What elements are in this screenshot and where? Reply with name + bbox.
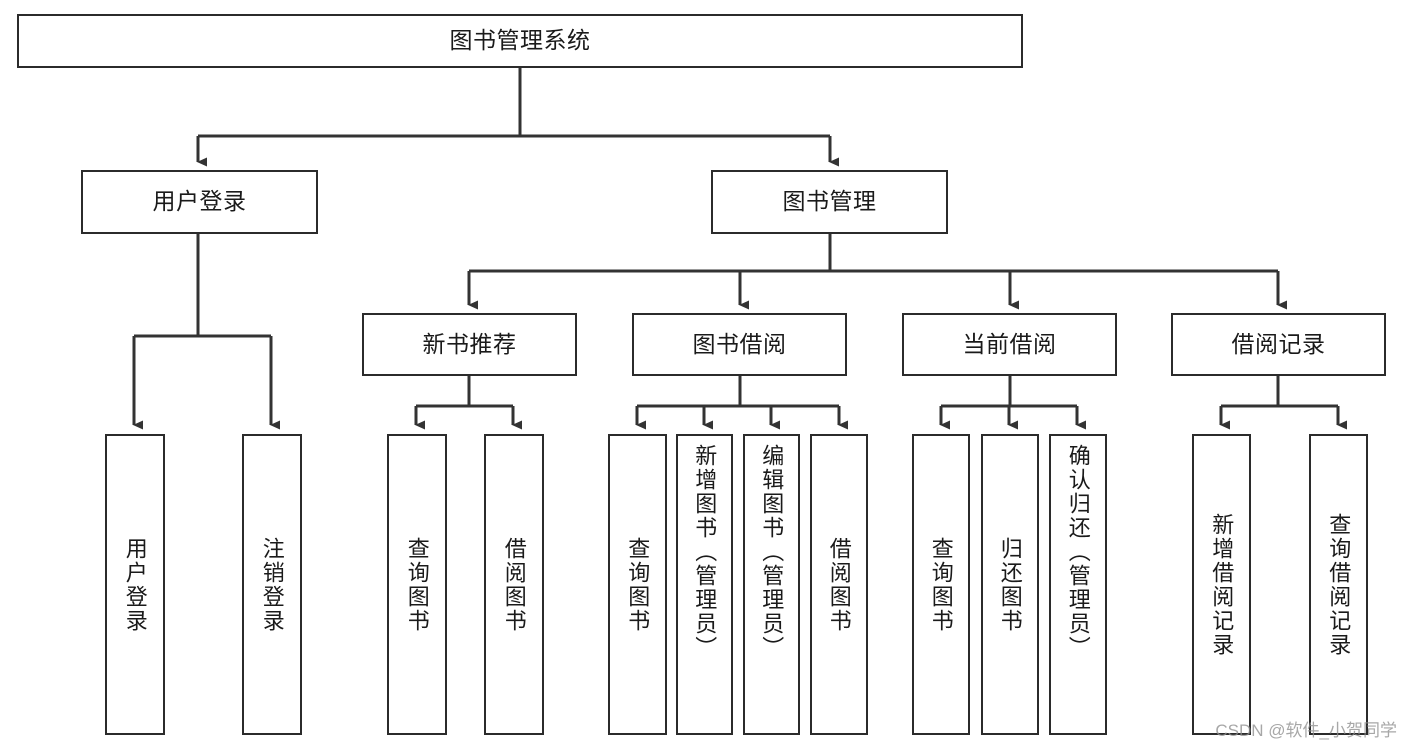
- node-label: 图书管理系统: [449, 27, 591, 54]
- node-user-login[interactable]: 用户登录: [81, 170, 318, 234]
- leaf-book-borrow-add[interactable]: 新增图书（管理员）: [676, 434, 733, 735]
- leaf-book-borrow-query[interactable]: 查询图书: [608, 434, 667, 735]
- node-label: 查询图书: [404, 536, 430, 633]
- leaf-borrow-record-add[interactable]: 新增借阅记录: [1192, 434, 1251, 735]
- node-label: 用户登录: [152, 188, 247, 215]
- leaf-user-login-login[interactable]: 用户登录: [105, 434, 165, 735]
- node-label: 当前借阅: [962, 330, 1057, 357]
- node-label: 新书推荐: [422, 330, 517, 357]
- node-label: 借阅图书: [501, 536, 527, 633]
- node-label: 查询图书: [625, 536, 651, 633]
- leaf-new-book-borrow[interactable]: 借阅图书: [484, 434, 544, 735]
- node-label: 图书管理: [782, 188, 877, 215]
- leaf-current-borrow-query[interactable]: 查询图书: [912, 434, 970, 735]
- node-label: 确认归还（管理员）: [1065, 444, 1091, 660]
- node-label: 新增借阅记录: [1209, 512, 1235, 657]
- node-book-borrow[interactable]: 图书借阅: [632, 313, 847, 376]
- node-new-book-recommend[interactable]: 新书推荐: [362, 313, 577, 376]
- leaf-new-book-query[interactable]: 查询图书: [387, 434, 447, 735]
- node-label: 新增图书（管理员）: [692, 444, 718, 660]
- node-label: 借阅记录: [1231, 330, 1326, 357]
- node-label: 查询图书: [928, 536, 954, 633]
- leaf-user-login-logout[interactable]: 注销登录: [242, 434, 302, 735]
- node-book-management[interactable]: 图书管理: [711, 170, 948, 234]
- leaf-current-borrow-confirm-return[interactable]: 确认归还（管理员）: [1049, 434, 1107, 735]
- leaf-current-borrow-return[interactable]: 归还图书: [981, 434, 1039, 735]
- node-label: 编辑图书（管理员）: [759, 444, 785, 660]
- node-label: 查询借阅记录: [1326, 512, 1352, 657]
- node-label: 注销登录: [259, 536, 285, 633]
- node-label: 用户登录: [122, 536, 148, 633]
- leaf-book-borrow-borrow[interactable]: 借阅图书: [810, 434, 868, 735]
- node-current-borrow[interactable]: 当前借阅: [902, 313, 1117, 376]
- leaf-borrow-record-query[interactable]: 查询借阅记录: [1309, 434, 1368, 735]
- node-borrow-record[interactable]: 借阅记录: [1171, 313, 1386, 376]
- leaf-book-borrow-edit[interactable]: 编辑图书（管理员）: [743, 434, 800, 735]
- node-label: 借阅图书: [826, 536, 852, 633]
- node-label: 图书借阅: [692, 330, 787, 357]
- node-label: 归还图书: [997, 536, 1023, 633]
- node-root-library-system[interactable]: 图书管理系统: [17, 14, 1023, 68]
